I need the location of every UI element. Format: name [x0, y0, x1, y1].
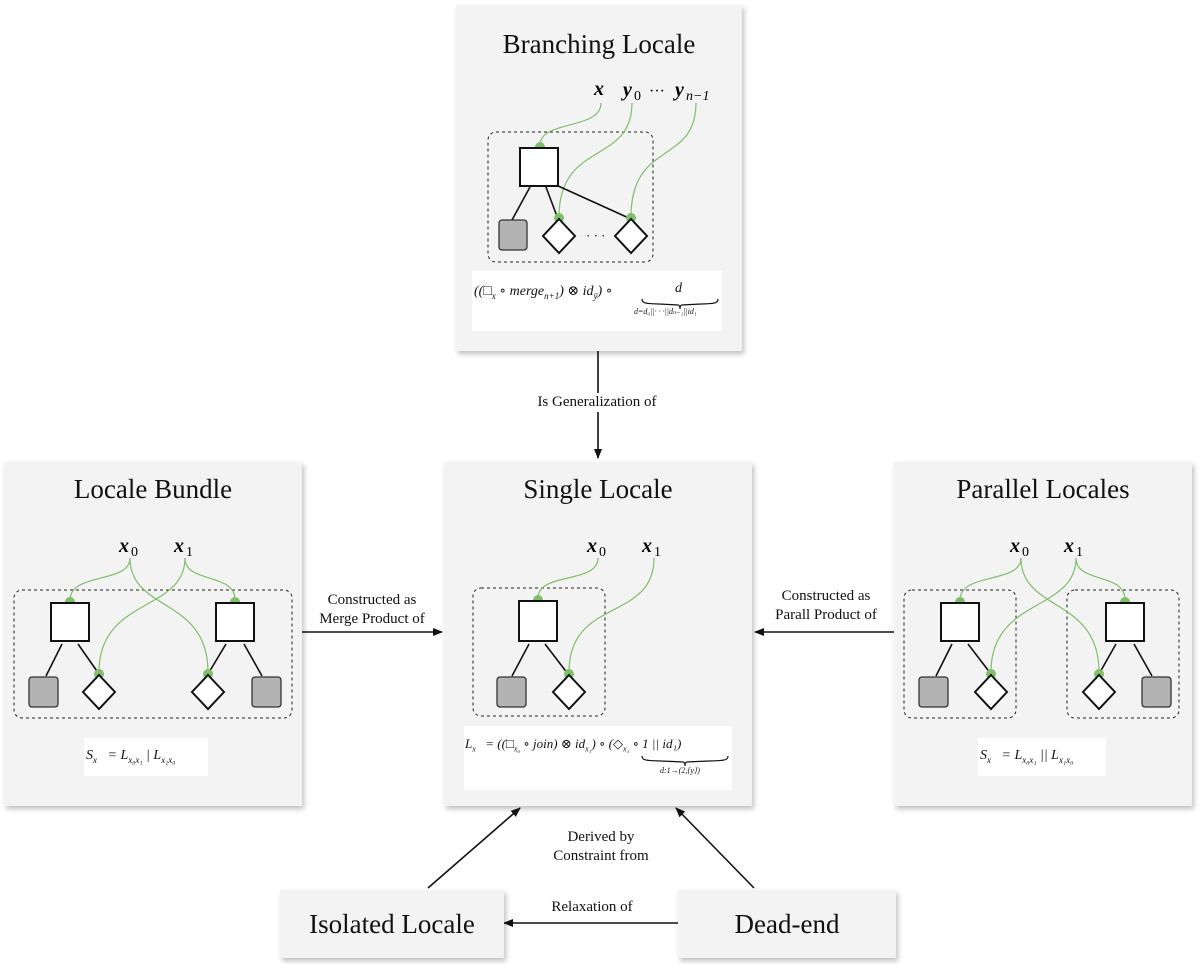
svg-text:x: x: [173, 535, 184, 557]
branching-brace: [641, 298, 719, 310]
var-label-x: x: [593, 78, 604, 100]
branching-locale-node: Branching Locale x y 0 ··· y n−1 · · · (…: [456, 5, 742, 351]
parallel-formula: Sx⃗ = Lx₀x₁ || Lx₁x₀: [980, 748, 1074, 765]
svg-text:x: x: [1063, 535, 1074, 557]
svg-text:x: x: [641, 535, 652, 557]
single-formula-box: Lx⃗ = ((□x₀ ∘ join) ⊗ idx₁) ∘ (◇x₁ ∘ 1 |…: [464, 726, 732, 790]
var-label-y0: y: [621, 79, 632, 101]
dead-end-title: Dead-end: [734, 908, 840, 939]
node-dots: · · ·: [586, 228, 606, 243]
single-formula: Lx⃗ = ((□x₀ ∘ join) ⊗ idx₁) ∘ (◇x₁ ∘ 1 |…: [465, 736, 682, 754]
diamond-node: [613, 217, 649, 255]
wire-y0: [558, 102, 633, 218]
var-label-y0-sub: 0: [634, 89, 641, 104]
var-label-yn: y: [673, 79, 684, 101]
box-node: [519, 147, 559, 187]
grey-node: [498, 219, 528, 251]
single-brace-bottom: d:1→(2,{y}): [660, 766, 700, 775]
svg-text:0: 0: [131, 545, 138, 560]
single-brace: [641, 755, 729, 767]
locale-boundary-right: [1066, 589, 1180, 719]
branching-formula-box: ((□x ∘ mergen+1) ⊗ idȳ) ∘ d d=d₀||· · ·|…: [472, 271, 722, 331]
svg-text:x: x: [118, 535, 129, 557]
svg-text:x: x: [586, 535, 597, 557]
branching-brace-top: d: [675, 281, 682, 296]
locale-boundary: [487, 131, 654, 263]
isolated-locale-node: Isolated Locale: [280, 890, 504, 958]
isolated-locale-title: Isolated Locale: [309, 908, 475, 939]
branching-locale-diagram: x y 0 ··· y n−1 · · ·: [487, 78, 709, 263]
dead-end-node: Dead-end: [678, 890, 896, 958]
var-label-yn-sub: n−1: [686, 89, 709, 104]
edge-label-generalization: Is Generalization of: [530, 393, 664, 412]
locale-boundary-left: [903, 589, 1017, 719]
bundle-formula-box: Sx⃗ = Lx₀x₁ | Lx₁x₀: [84, 738, 208, 776]
single-locale-node: Single Locale x 0 x 1 Lx⃗ = ((□x₀ ∘ join…: [444, 462, 752, 806]
locale-boundary: [13, 589, 293, 719]
wire-x: [539, 102, 602, 146]
svg-text:1: 1: [186, 545, 193, 560]
svg-text:x: x: [1009, 535, 1020, 557]
svg-text:1: 1: [654, 545, 661, 560]
wire-yn: [630, 102, 697, 218]
var-label-dots: ···: [649, 83, 665, 100]
locale-bundle-diagram: x 0 x 1: [13, 535, 293, 719]
edge-deadend-derived: [675, 807, 755, 889]
parallel-locales-node: Parallel Locales x 0 x 1 Sx⃗ = Lx₀x₁ || …: [894, 462, 1192, 806]
svg-text:1: 1: [1076, 545, 1083, 560]
svg-text:0: 0: [1022, 545, 1029, 560]
locale-bundle-node: Locale Bundle x 0 x 1 Sx⃗ = Lx₀x₁ | Lx₁x…: [4, 462, 302, 806]
single-locale-title: Single Locale: [523, 474, 673, 504]
parallel-formula-box: Sx⃗ = Lx₀x₁ || Lx₁x₀: [978, 738, 1106, 776]
locale-bundle-title: Locale Bundle: [73, 474, 233, 504]
edge-isolated-derived: [427, 807, 521, 889]
parallel-locales-title: Parallel Locales: [956, 474, 1130, 504]
single-locale-diagram: x 0 x 1: [472, 535, 661, 717]
branching-formula: ((□x ∘ mergen+1) ⊗ idȳ) ∘: [474, 284, 613, 301]
branching-brace-bottom: d=d₀||· · ·||dₙ₋₁||id₁: [634, 307, 697, 316]
bundle-formula: Sx⃗ = Lx₀x₁ | Lx₁x₀: [86, 748, 176, 765]
parallel-locales-diagram: x 0 x 1: [903, 535, 1180, 719]
svg-text:0: 0: [599, 545, 606, 560]
edge-label-relaxation: Relaxation of: [551, 899, 633, 915]
branching-locale-title: Branching Locale: [502, 29, 696, 59]
diamond-node: [541, 217, 577, 255]
